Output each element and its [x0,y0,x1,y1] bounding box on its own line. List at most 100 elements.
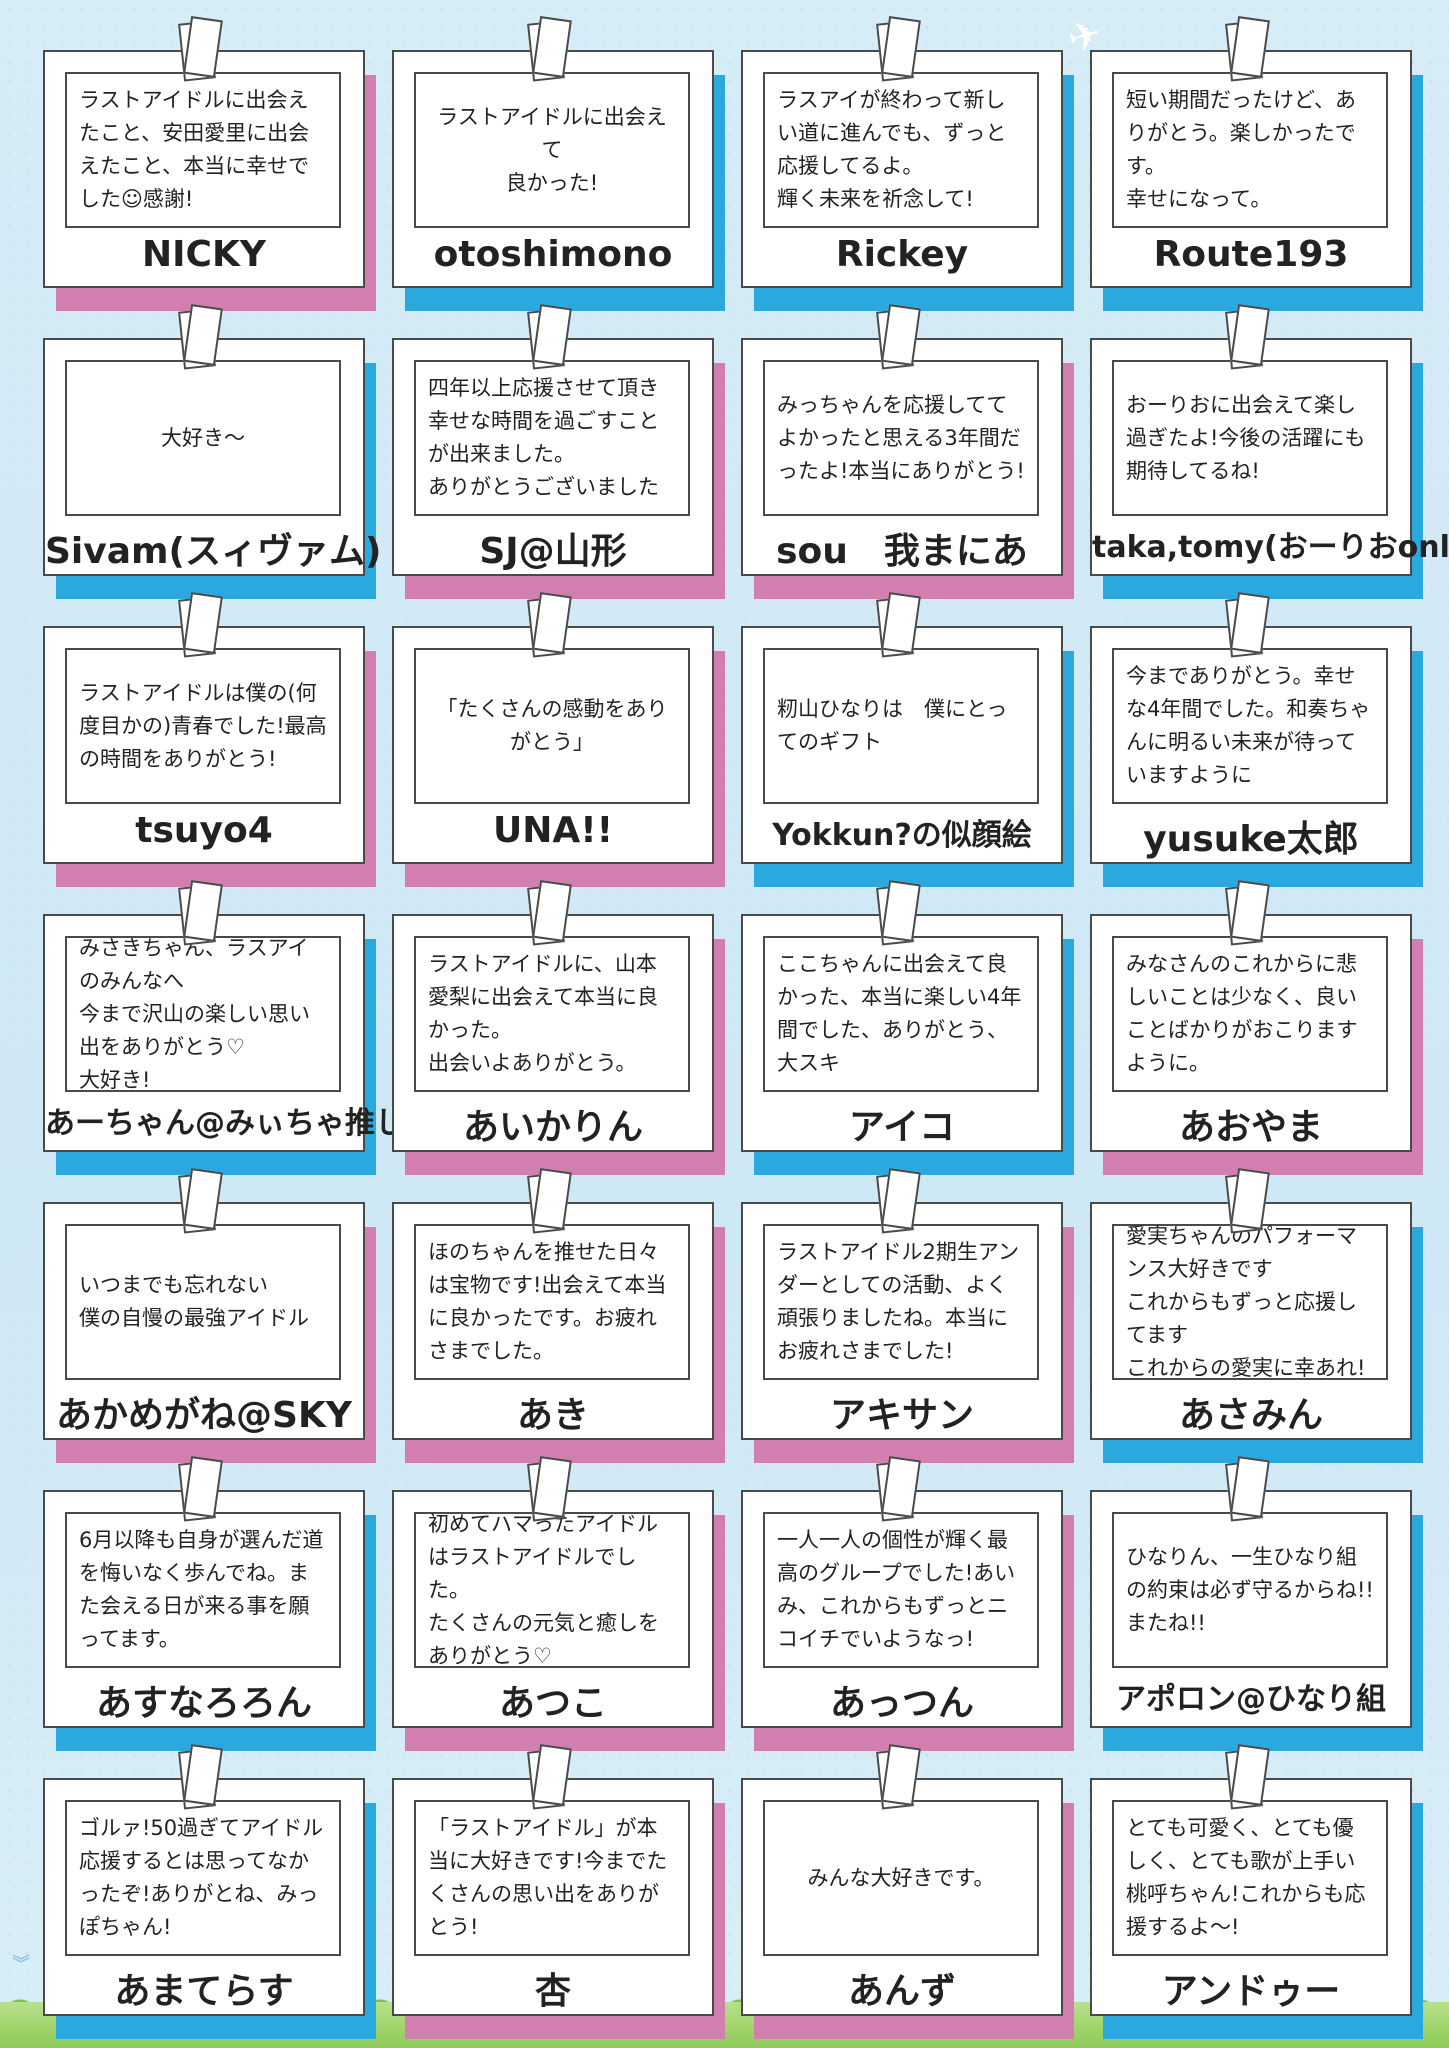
message-box: 今までありがとう。幸せな4年間でした。和奏ちゃんに明るい未来が待っていますように [1112,648,1388,804]
message-box: いつまでも忘れない 僕の自慢の最強アイドル [65,1224,341,1380]
card-paper: ひなりん、一生ひなり組の約束は必ず守るからね!!またね!!アポロン@ひなり組 [1090,1490,1412,1728]
message-box: とても可愛く、とても優しく、とても歌が上手い桃呼ちゃん!これからも応援するよ〜! [1112,1800,1388,1956]
message-text: 一人一人の個性が輝く最高のグループでした!あいみ、これからもずっとニコイチでいよ… [777,1528,1016,1651]
author-name: あおやま [1178,1107,1323,1148]
card-paper: 籾山ひなりは 僕にとってのギフト Yokkun?の似顔絵 [741,626,1063,864]
message-text: みっちゃんを応援しててよかったと思える3年間だったよ!本当にありがとう! [777,392,1025,483]
card-paper: ラストアイドル2期生アンダーとしての活動、よく頑張りましたね。本当にお疲れさまで… [741,1202,1063,1440]
card-paper: ラスアイが終わって新しい道に進んでも、ずっと応援してるよ。 輝く未来を祈念して!… [741,50,1063,288]
card-paper: 「ラストアイドル」が本当に大好きです!今までたくさんの思い出をありがとう! 杏 [392,1778,714,2016]
paper-clip-icon [876,1744,921,1810]
paper-clip-icon [876,1168,921,1234]
card-paper: ほのちゃんを推せた日々は宝物です!出会えて本当に良かったです。お疲れさまでした。… [392,1202,714,1440]
message-box: 大好き〜 [65,360,341,516]
paper-clip-icon [527,1456,572,1522]
card-paper: とても可愛く、とても優しく、とても歌が上手い桃呼ちゃん!これからも応援するよ〜!… [1090,1778,1412,2016]
author-name: UNA!! [492,810,614,851]
message-card: 籾山ひなりは 僕にとってのギフト Yokkun?の似顔絵 [741,592,1074,887]
message-box: みなさんのこれからに悲しいことは少なく、良いことばかりがおこりますように。 [1112,936,1388,1092]
paper-clip-icon [1225,16,1270,82]
message-card: 「ラストアイドル」が本当に大好きです!今までたくさんの思い出をありがとう! 杏 [392,1744,725,2039]
author-name: あいかりん [462,1107,643,1148]
message-box: 「ラストアイドル」が本当に大好きです!今までたくさんの思い出をありがとう! [414,1800,690,1956]
paper-clip-icon [1225,304,1270,370]
message-card: ひなりん、一生ひなり組の約束は必ず守るからね!!またね!!アポロン@ひなり組 [1090,1456,1423,1751]
message-card: 愛実ちゃんのパフォーマンス大好きです これからもずっと応援してます これからの愛… [1090,1168,1423,1463]
message-card: 大好き〜Sivam(スィヴァム) [43,304,381,599]
card-paper: 「たくさんの感動をありがとう」 UNA!! [392,626,714,864]
message-box: ラストアイドル2期生アンダーとしての活動、よく頑張りましたね。本当にお疲れさまで… [763,1224,1039,1380]
message-box: 籾山ひなりは 僕にとってのギフト [763,648,1039,804]
message-card: ほのちゃんを推せた日々は宝物です!出会えて本当に良かったです。お疲れさまでした。… [392,1168,725,1463]
message-card: ラストアイドルは僕の(何度目かの)青春でした!最高の時間をありがとう!tsuyo… [43,592,376,887]
message-box: ほのちゃんを推せた日々は宝物です!出会えて本当に良かったです。お疲れさまでした。 [414,1224,690,1380]
card-paper: ゴルァ!50過ぎてアイドル応援するとは思ってなかったぞ!ありがとね、みっぽちゃん… [43,1778,365,2016]
message-text: 初めてハマったアイドルはラストアイドルでした。 たくさんの元気と癒しをありがとう… [428,1511,659,1668]
author-name: アポロン@ひなり組 [1116,1682,1386,1717]
author-name: Rickey [835,234,969,275]
paper-clip-icon [1225,1744,1270,1810]
author-name: Route193 [1153,234,1349,275]
message-text: 「たくさんの感動をありがとう」 [436,697,668,754]
card-paper: ラストアイドルに、山本愛梨に出会えて本当に良かった。 出会いよありがとう。あいか… [392,914,714,1152]
message-card: みなさんのこれからに悲しいことは少なく、良いことばかりがおこりますように。あおや… [1090,880,1423,1175]
paper-clip-icon [876,592,921,658]
card-paper: ラストアイドルは僕の(何度目かの)青春でした!最高の時間をありがとう!tsuyo… [43,626,365,864]
message-text: とても可愛く、とても優しく、とても歌が上手い桃呼ちゃん!これからも応援するよ〜! [1126,1816,1366,1939]
card-paper: 大好き〜Sivam(スィヴァム) [43,338,381,576]
author-name: あーちゃん@みぃちゃ推し [45,1106,405,1141]
message-text: ここちゃんに出会えて良かった、本当に楽しい4年間でした、ありがとう、大スキ [777,952,1022,1075]
paper-clip-icon [178,592,223,658]
card-paper: みさきちゃん、ラスアイのみんなへ 今まで沢山の楽しい思い出をありがとう♡ 大好き… [43,914,405,1152]
message-card: とても可愛く、とても優しく、とても歌が上手い桃呼ちゃん!これからも応援するよ〜!… [1090,1744,1423,2039]
paper-clip-icon [178,304,223,370]
author-name: yusuke太郎 [1143,819,1359,860]
message-box: 愛実ちゃんのパフォーマンス大好きです これからもずっと応援してます これからの愛… [1112,1224,1388,1380]
author-name: 杏 [534,1971,571,2012]
paper-clip-icon [527,880,572,946]
message-text: ラストアイドルに出会えたこと、安田愛里に出会えたこと、本当に幸せでした☺感謝! [79,88,310,211]
paper-clip-icon [1225,1456,1270,1522]
paper-clip-icon [527,1744,572,1810]
message-text: みさきちゃん、ラスアイのみんなへ 今まで沢山の楽しい思い出をありがとう♡ 大好き… [79,935,310,1092]
paper-clip-icon [876,304,921,370]
message-card: 四年以上応援させて頂き幸せな時間を過ごすことが出来ました。 ありがとうございまし… [392,304,725,599]
card-paper: みんな大好きです。あんず [741,1778,1063,2016]
paper-clip-icon [876,16,921,82]
paper-clip-icon [527,16,572,82]
author-name: あっつん [829,1683,974,1724]
message-card: ラストアイドルに、山本愛梨に出会えて本当に良かった。 出会いよありがとう。あいか… [392,880,725,1175]
card-paper: みっちゃんを応援しててよかったと思える3年間だったよ!本当にありがとう!sou … [741,338,1063,576]
card-paper: ラストアイドルに出会えたこと、安田愛里に出会えたこと、本当に幸せでした☺感謝!N… [43,50,365,288]
message-text: おーりおに出会えて楽し過ぎたよ!今後の活躍にも期待してるね! [1126,392,1366,483]
author-name: あすなろろん [95,1683,312,1724]
message-box: おーりおに出会えて楽し過ぎたよ!今後の活躍にも期待してるね! [1112,360,1388,516]
card-paper: ラストアイドルに出会えて 良かった!otoshimono [392,50,714,288]
message-box: ラストアイドルに、山本愛梨に出会えて本当に良かった。 出会いよありがとう。 [414,936,690,1092]
message-text: ゴルァ!50過ぎてアイドル応援するとは思ってなかったぞ!ありがとね、みっぽちゃん… [79,1816,324,1939]
message-text: いつまでも忘れない 僕の自慢の最強アイドル [79,1273,309,1330]
message-card: 一人一人の個性が輝く最高のグループでした!あいみ、これからもずっとニコイチでいよ… [741,1456,1074,1751]
message-box: ラスアイが終わって新しい道に進んでも、ずっと応援してるよ。 輝く未来を祈念して! [763,72,1039,228]
message-text: 今までありがとう。幸せな4年間でした。和奏ちゃんに明るい未来が待っていますように [1126,664,1371,787]
author-name: otoshimono [433,234,673,275]
message-text: 6月以降も自身が選んだ道を悔いなく歩んでね。また会える日が来る事を願ってます。 [79,1528,324,1651]
message-card: 6月以降も自身が選んだ道を悔いなく歩んでね。また会える日が来る事を願ってます。あ… [43,1456,376,1751]
author-name: tsuyo4 [135,810,273,851]
author-name: あまてらす [114,1971,294,2012]
message-text: 大好き〜 [161,425,245,450]
paper-clip-icon [178,880,223,946]
author-name: あき [516,1395,589,1436]
message-card: おーりおに出会えて楽し過ぎたよ!今後の活躍にも期待してるね!taka,tomy(… [1090,304,1449,599]
message-card: ゴルァ!50過ぎてアイドル応援するとは思ってなかったぞ!ありがとね、みっぽちゃん… [43,1744,376,2039]
card-paper: いつまでも忘れない 僕の自慢の最強アイドルあかめがね@SKY [43,1202,365,1440]
message-text: ほのちゃんを推せた日々は宝物です!出会えて本当に良かったです。お疲れさまでした。 [428,1240,667,1363]
paper-clip-icon [178,16,223,82]
author-name: Yokkun?の似顔絵 [772,818,1032,853]
card-paper: 今までありがとう。幸せな4年間でした。和奏ちゃんに明るい未来が待っていますように… [1090,626,1412,864]
message-card: 初めてハマったアイドルはラストアイドルでした。 たくさんの元気と癒しをありがとう… [392,1456,725,1751]
paper-clip-icon [876,880,921,946]
message-card: みさきちゃん、ラスアイのみんなへ 今まで沢山の楽しい思い出をありがとう♡ 大好き… [43,880,405,1175]
card-paper: ここちゃんに出会えて良かった、本当に楽しい4年間でした、ありがとう、大スキアイコ [741,914,1063,1152]
